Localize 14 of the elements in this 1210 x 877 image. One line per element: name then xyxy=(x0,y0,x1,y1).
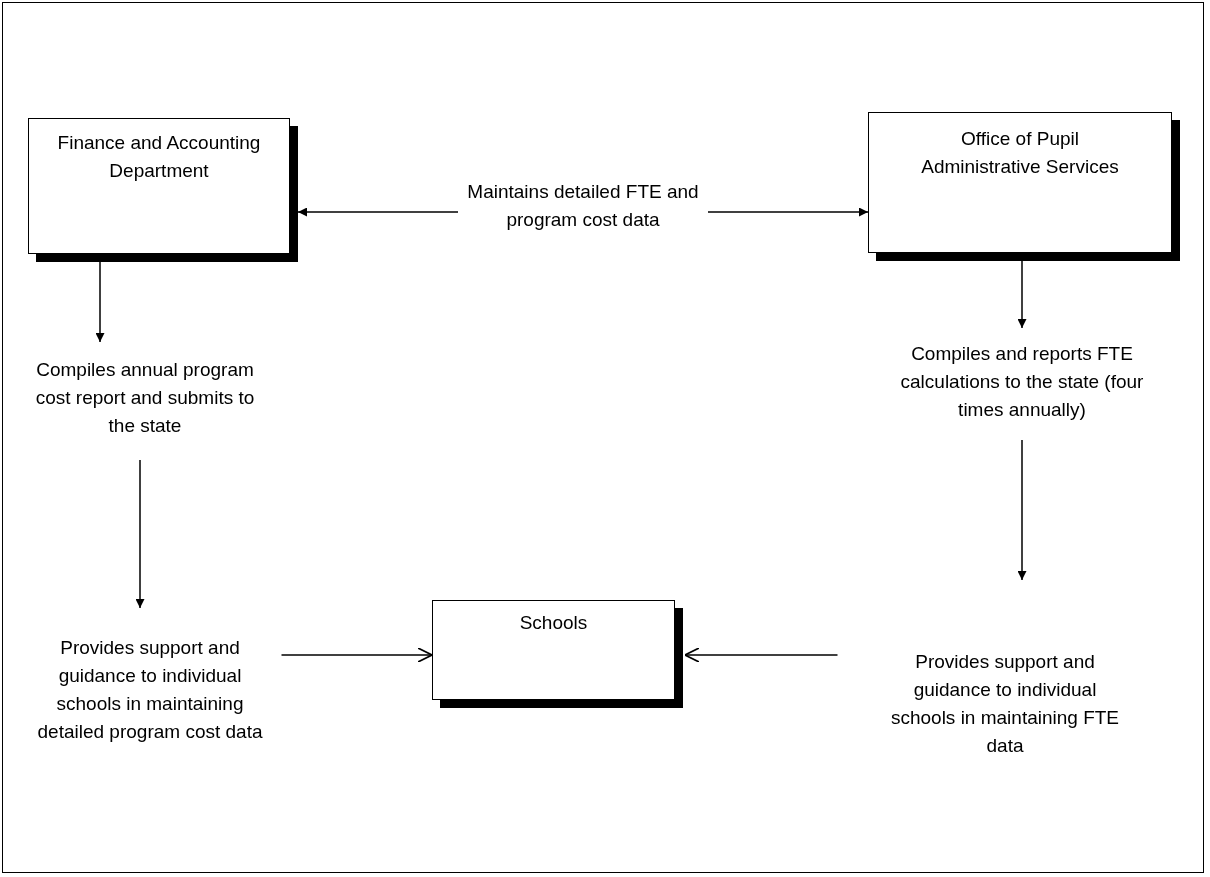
box-label: Schools xyxy=(518,611,589,635)
arrow xyxy=(135,459,145,609)
arrow xyxy=(280,647,433,663)
process-text: Compiles annual program cost report and submits to the state xyxy=(34,358,256,438)
arrow xyxy=(684,647,839,663)
process-text: Compiles and reports FTE calculations to the state (four times annually) xyxy=(900,342,1144,422)
process-text: Provides support and guidance to individual schools in maintaining detailed program cost data xyxy=(36,636,264,744)
arrow xyxy=(1017,439,1027,581)
box-label: Office of Pupil Administrative Services xyxy=(920,127,1120,179)
process-text: Provides support and guidance to individual schools in maintaining FTE data xyxy=(889,650,1121,758)
box-label: Finance and Accounting Department xyxy=(56,131,262,183)
arrow xyxy=(1017,260,1027,329)
process-text: Maintains detailed FTE and program cost data xyxy=(466,180,700,232)
arrow xyxy=(707,207,869,217)
